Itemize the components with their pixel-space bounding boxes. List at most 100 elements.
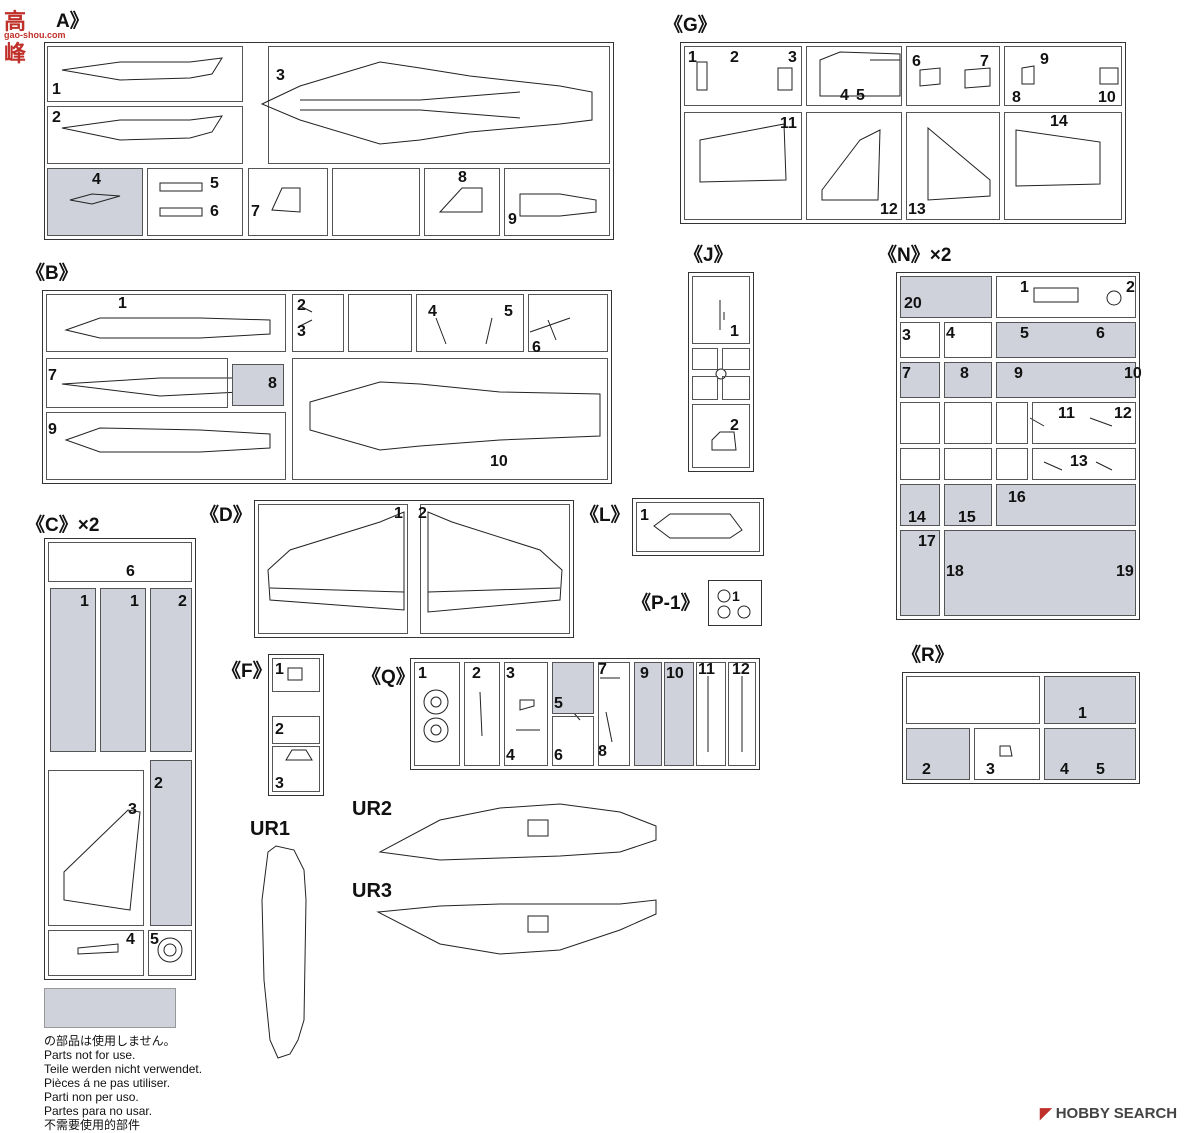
sprue-r-part-2-cell: [906, 728, 970, 780]
sprue-q-part-3-4-cell: [504, 662, 548, 766]
part-number: 4: [946, 325, 955, 342]
sprue-g-part-14-cell: [1004, 112, 1122, 220]
sprue-b-empty-cell: [348, 294, 412, 352]
part-number: 11: [1058, 405, 1075, 422]
part-number: 2: [178, 593, 187, 610]
part-number: 2: [418, 505, 427, 522]
legend-line: Parts not for use.: [44, 1048, 136, 1062]
sprue-a-part-5-6-cell: [147, 168, 243, 236]
part-number: 5: [210, 175, 219, 192]
sprue-b-part-2-3-cell: [292, 294, 344, 352]
sprue-a-empty-cell: [332, 168, 420, 236]
sprue-q-part-7-8-cell: [598, 662, 630, 766]
part-number: 3: [275, 775, 284, 792]
sprue-g-frame: [680, 42, 1126, 224]
part-number: 1: [118, 295, 127, 312]
part-number: 1: [275, 661, 284, 678]
part-number: 5: [1096, 761, 1105, 778]
watermark-brand-icon: ◤: [1040, 1105, 1056, 1122]
part-number: 3: [506, 665, 515, 682]
sprue-b-part-9-cell: [46, 412, 286, 480]
unused-parts-legend: の部品は使用しません。 Parts not for use. Teile wer…: [44, 1034, 202, 1132]
sprue-c-part-5-cell: [148, 930, 192, 976]
part-number: 3: [986, 761, 995, 778]
part-number: 10: [1124, 365, 1142, 382]
part-number: 2: [275, 721, 284, 738]
part-number: 8: [458, 169, 467, 186]
sprue-q-part-12-cell: [728, 662, 756, 766]
sprue-c-part-2b-cell: [150, 760, 192, 926]
part-number: 1: [1020, 279, 1029, 296]
sprue-b-part-1-cell: [46, 294, 286, 352]
part-number: 1: [80, 593, 89, 610]
ur1-part-shape: [261, 845, 307, 1059]
sprue-n-part-9-10-cell: [996, 362, 1136, 398]
part-number: 7: [48, 367, 57, 384]
part-number: 12: [880, 201, 898, 218]
part-number: 1: [640, 507, 649, 524]
sprue-d-frame: [254, 500, 574, 638]
part-number: 9: [1040, 51, 1049, 68]
part-number: 2: [472, 665, 481, 682]
ur2-label: UR2: [352, 798, 393, 820]
sprue-n-part-16-cell: [996, 484, 1136, 526]
part-number: 4: [840, 87, 849, 104]
sprue-c-part-1b-cell: [100, 588, 146, 752]
sprue-n-part-4-cell: [944, 322, 992, 358]
legend-line: Partes para no usar.: [44, 1104, 153, 1118]
sprue-n-part-13-cell: [1032, 448, 1136, 480]
sprue-n-empty-cell-1: [900, 402, 940, 444]
part-number: 5: [150, 931, 159, 948]
sprue-j-frame: [688, 272, 754, 472]
part-number: 7: [902, 365, 911, 382]
part-number: 18: [946, 563, 964, 580]
part-number: 12: [732, 661, 750, 678]
part-number: 13: [1070, 453, 1088, 470]
sprue-label-n: 《N》×2: [878, 245, 952, 266]
watermark-brand-text: HOBBY SEARCH: [1055, 1105, 1178, 1122]
part-number: 5: [504, 303, 513, 320]
part-number: 3: [297, 323, 306, 340]
sprue-a-part-9-cell: [504, 168, 610, 236]
part-number: 6: [1096, 325, 1105, 342]
part-number: 7: [980, 53, 989, 70]
part-number: 15: [958, 509, 976, 526]
part-number: 4: [506, 747, 515, 764]
sprue-f-part-2-cell: [272, 716, 320, 744]
sprue-l-part-1-cell: [636, 502, 760, 552]
sprue-n-empty-cell-3: [996, 402, 1028, 444]
legend-line: Parti non per uso.: [44, 1090, 139, 1104]
part-number: 5: [554, 695, 563, 712]
sprue-c-part-4-cell: [48, 930, 144, 976]
sprue-c-part-6-cell: [48, 542, 192, 582]
ur1-label: UR1: [250, 818, 291, 840]
part-number: 8: [1012, 89, 1021, 106]
part-number: 16: [1008, 489, 1026, 506]
sprue-g-part-12-cell: [806, 112, 902, 220]
part-number: 7: [598, 661, 607, 678]
sprue-f-part-1-cell: [272, 658, 320, 692]
sprue-b-part-7-cell: [46, 358, 228, 408]
sprue-j-part-2-cell: [692, 404, 750, 468]
legend-line: の部品は使用しません。: [44, 1034, 176, 1048]
sprue-n-frame: [896, 272, 1140, 620]
sprue-g-part-8-10-cell: [1004, 46, 1122, 106]
part-number: 1: [1078, 705, 1087, 722]
sprue-j-part-1-cell: [692, 276, 750, 344]
sprue-c-part-3-cell: [48, 770, 144, 926]
sprue-label-g: 《G》: [664, 15, 717, 36]
part-number: 3: [276, 67, 285, 84]
part-number: 1: [418, 665, 427, 682]
legend-line: Teile werden nicht verwendet.: [44, 1062, 203, 1076]
sprue-r-empty-cell: [906, 676, 1040, 724]
sprue-n-part-17-cell: [900, 530, 940, 616]
part-number: 2: [730, 417, 739, 434]
sprue-label-q: 《Q》: [362, 667, 415, 688]
part-number: 6: [126, 563, 135, 580]
part-number: 11: [780, 115, 797, 132]
part-number: 9: [1014, 365, 1023, 382]
part-number: 12: [1114, 405, 1132, 422]
part-number: 1: [130, 593, 139, 610]
ur3-part-shape: [376, 899, 657, 955]
watermark-brand: ◤ HOBBY SEARCH: [1040, 1104, 1177, 1122]
